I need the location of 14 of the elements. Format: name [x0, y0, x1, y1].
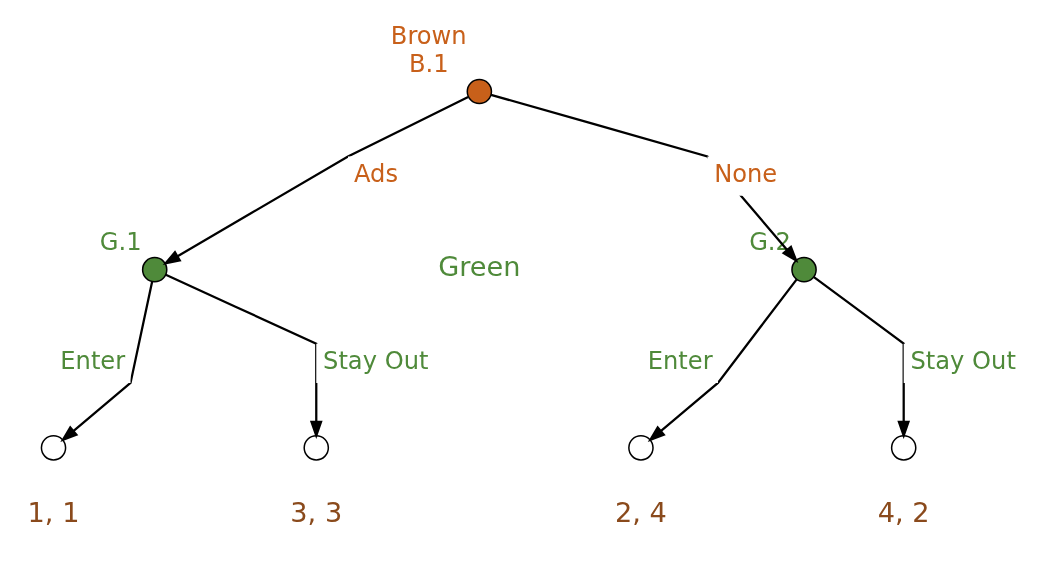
edge-label: Enter [647, 347, 713, 376]
label: Green [438, 251, 521, 283]
node-label: 3, 3 [290, 497, 343, 529]
edge-label: Stay Out [910, 347, 1016, 376]
node-label: G.1 [99, 227, 142, 256]
edge-label: Ads [354, 159, 399, 188]
edge-label: Enter [60, 347, 126, 376]
edge-label: None [714, 159, 778, 188]
node-label: 1, 1 [27, 497, 80, 529]
node-label: 2, 4 [615, 497, 667, 529]
edge-label: Stay Out [323, 347, 429, 376]
node-label: Brown [390, 22, 467, 51]
node-label: 4, 2 [877, 497, 930, 529]
node-label: B.1 [408, 49, 449, 78]
